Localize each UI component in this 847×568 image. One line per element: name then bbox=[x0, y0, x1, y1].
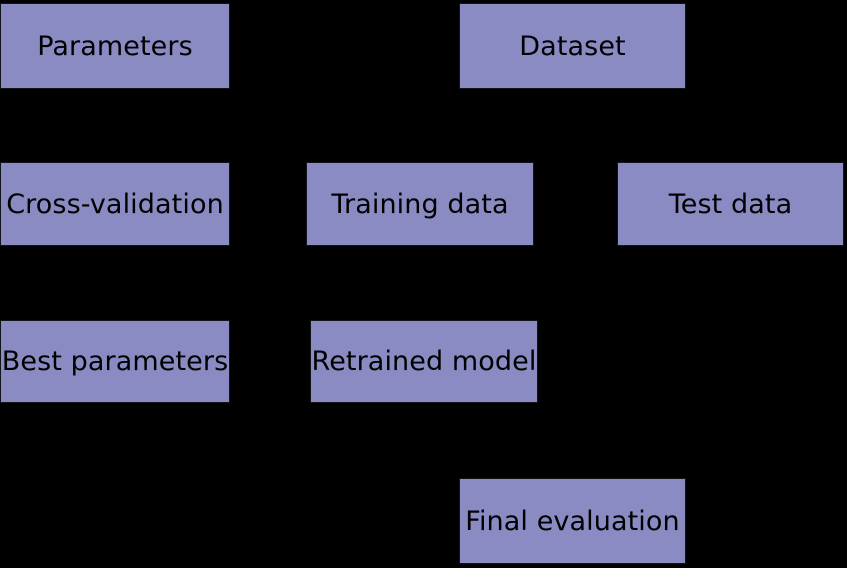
node-retrained-model-label: Retrained model bbox=[311, 346, 537, 377]
node-final-evaluation[interactable]: Final evaluation bbox=[459, 478, 686, 564]
node-retrained-model[interactable]: Retrained model bbox=[310, 320, 538, 403]
node-cross-validation-label: Cross-validation bbox=[6, 188, 224, 220]
node-best-parameters-label: Best parameters bbox=[1, 346, 229, 377]
node-best-parameters[interactable]: Best parameters bbox=[0, 320, 230, 403]
node-dataset[interactable]: Dataset bbox=[459, 3, 686, 89]
node-final-evaluation-label: Final evaluation bbox=[465, 505, 680, 537]
node-test-data-label: Test data bbox=[668, 188, 793, 220]
node-training-data-label: Training data bbox=[331, 188, 509, 220]
node-cross-validation[interactable]: Cross-validation bbox=[0, 162, 230, 246]
node-parameters-label: Parameters bbox=[37, 30, 193, 62]
node-parameters[interactable]: Parameters bbox=[0, 3, 230, 89]
node-dataset-label: Dataset bbox=[519, 30, 626, 62]
node-training-data[interactable]: Training data bbox=[306, 162, 534, 246]
node-test-data[interactable]: Test data bbox=[617, 162, 844, 246]
